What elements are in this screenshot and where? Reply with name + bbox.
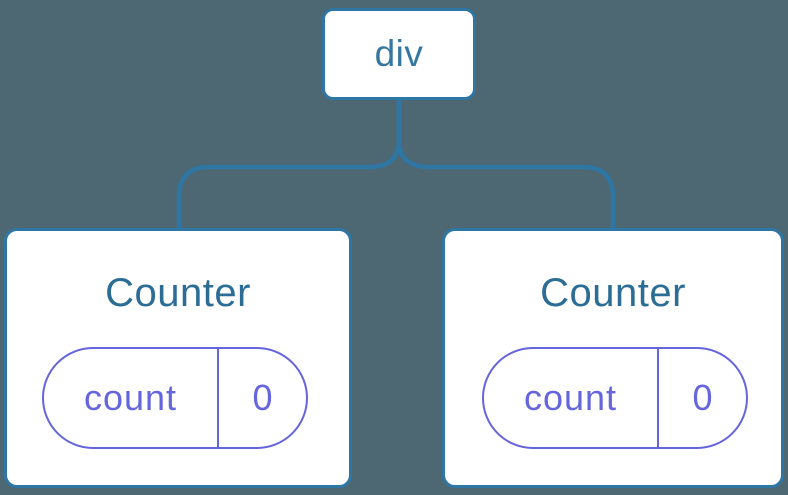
counter-node-right: Counter count 0 (442, 228, 784, 488)
connector-left-branch (176, 98, 402, 231)
counter-node-left: Counter count 0 (4, 228, 352, 488)
component-title: Counter (540, 271, 686, 315)
root-node-div: div (322, 8, 476, 100)
state-value: 0 (217, 349, 306, 447)
component-title: Counter (105, 271, 251, 315)
state-value: 0 (657, 349, 746, 447)
state-key-label: count (523, 377, 618, 418)
connector-right-branch (396, 98, 616, 231)
root-node-label: div (374, 33, 424, 74)
state-pill: count 0 (482, 347, 748, 449)
state-pill: count 0 (42, 347, 308, 449)
state-key-label: count (83, 377, 178, 418)
